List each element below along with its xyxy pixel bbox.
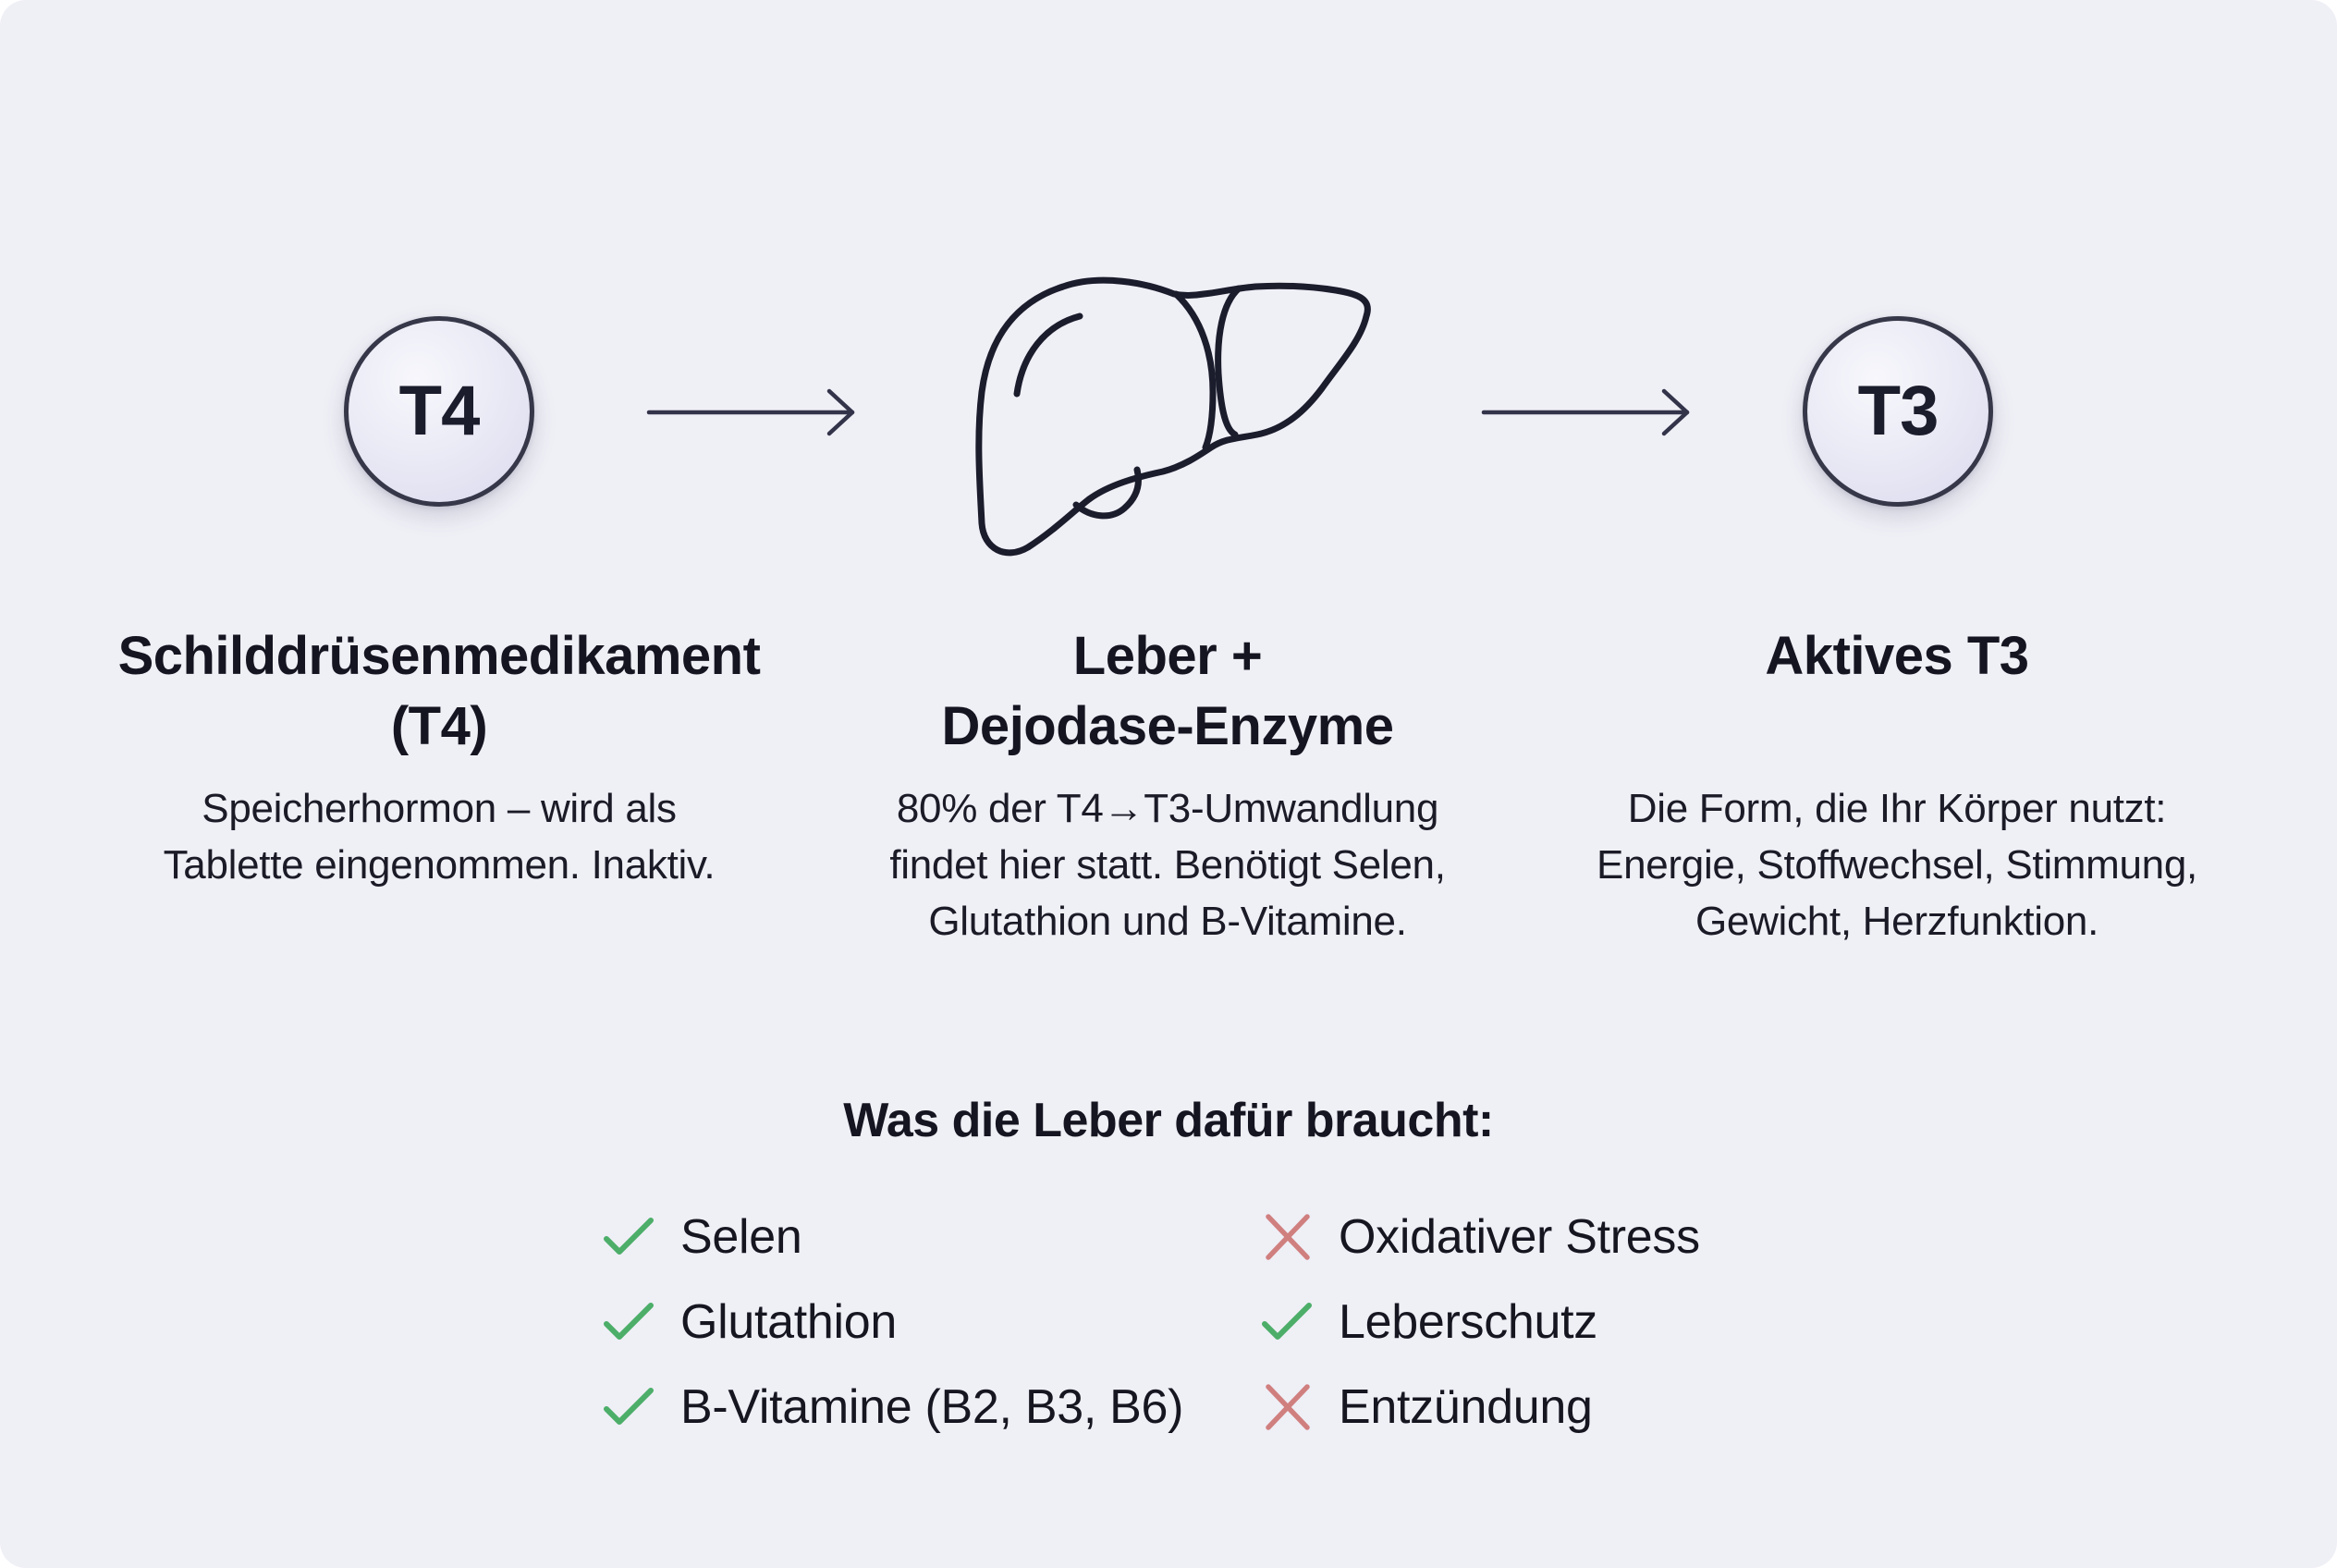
check-icon	[604, 1388, 654, 1425]
t3-circle-label: T3	[1857, 372, 1939, 450]
column-body-line2: findet hier statt. Benötigt Selen,	[889, 842, 1446, 888]
column-title-line1: Leber +	[1072, 626, 1263, 686]
t4-circle: T4	[344, 316, 534, 507]
column-body-line2: Tablette eingenommen. Inaktiv.	[163, 842, 716, 888]
column-body-line3: Gewicht, Herzfunktion.	[1695, 899, 2099, 944]
list-item-label: Oxidativer Stress	[1339, 1210, 1700, 1264]
column-liver-enzymes: Leber + Dejodase-Enzyme 80% der T4→T3-Um…	[816, 621, 1519, 949]
list-item-label: Leberschutz	[1339, 1295, 1597, 1349]
column-title-line2: (T4)	[390, 696, 488, 756]
check-icon	[604, 1303, 654, 1340]
column-body-line1: 80% der T4→T3-Umwandlung	[896, 786, 1439, 831]
arrow-right-icon	[646, 388, 855, 436]
list-item: Selen	[601, 1194, 1183, 1280]
column-body-line1: Speicherhormon – wird als	[202, 786, 677, 831]
list-item-label: B-Vitamine (B2, B3, B6)	[680, 1380, 1184, 1434]
column-active-t3: Aktives T3 Die Form, die Ihr Körper nutz…	[1546, 621, 2248, 949]
list-item-label: Glutathion	[680, 1295, 898, 1349]
t4-circle-label: T4	[398, 372, 481, 450]
column-body-line3: Glutathion und B-Vitamine.	[928, 899, 1407, 944]
column-title-line1: Schilddrüsenmedikament	[117, 626, 761, 686]
needs-list-right: Oxidativer Stress Leberschutz Entzündung	[1259, 1194, 1700, 1450]
list-item-label: Selen	[680, 1210, 802, 1264]
list-item: Entzündung	[1259, 1365, 1700, 1450]
list-item: Leberschutz	[1259, 1280, 1700, 1365]
list-item: B-Vitamine (B2, B3, B6)	[601, 1365, 1183, 1450]
list-item: Glutathion	[601, 1280, 1183, 1365]
check-icon	[1262, 1303, 1312, 1340]
list-item: Oxidativer Stress	[1259, 1194, 1700, 1280]
check-icon	[604, 1218, 654, 1255]
x-icon	[1266, 1384, 1310, 1430]
t3-circle: T3	[1803, 316, 1993, 507]
column-t4-medication: Schilddrüsenmedikament (T4) Speicherhorm…	[88, 621, 790, 893]
arrow-right-icon	[1481, 388, 1690, 436]
list-item-label: Entzündung	[1339, 1380, 1593, 1434]
column-body-line1: Die Form, die Ihr Körper nutzt:	[1627, 786, 2167, 831]
x-icon	[1266, 1214, 1310, 1260]
liver-icon	[975, 276, 1371, 557]
column-title-line1: Aktives T3	[1765, 626, 2029, 686]
needs-heading: Was die Leber dafür braucht:	[843, 1094, 1494, 1147]
column-title-line2: Dejodase-Enzyme	[941, 696, 1394, 756]
column-body-line2: Energie, Stoffwechsel, Stimmung,	[1597, 842, 2197, 888]
needs-list-left: Selen Glutathion B-Vitamine (B2, B3, B6)	[601, 1194, 1183, 1450]
